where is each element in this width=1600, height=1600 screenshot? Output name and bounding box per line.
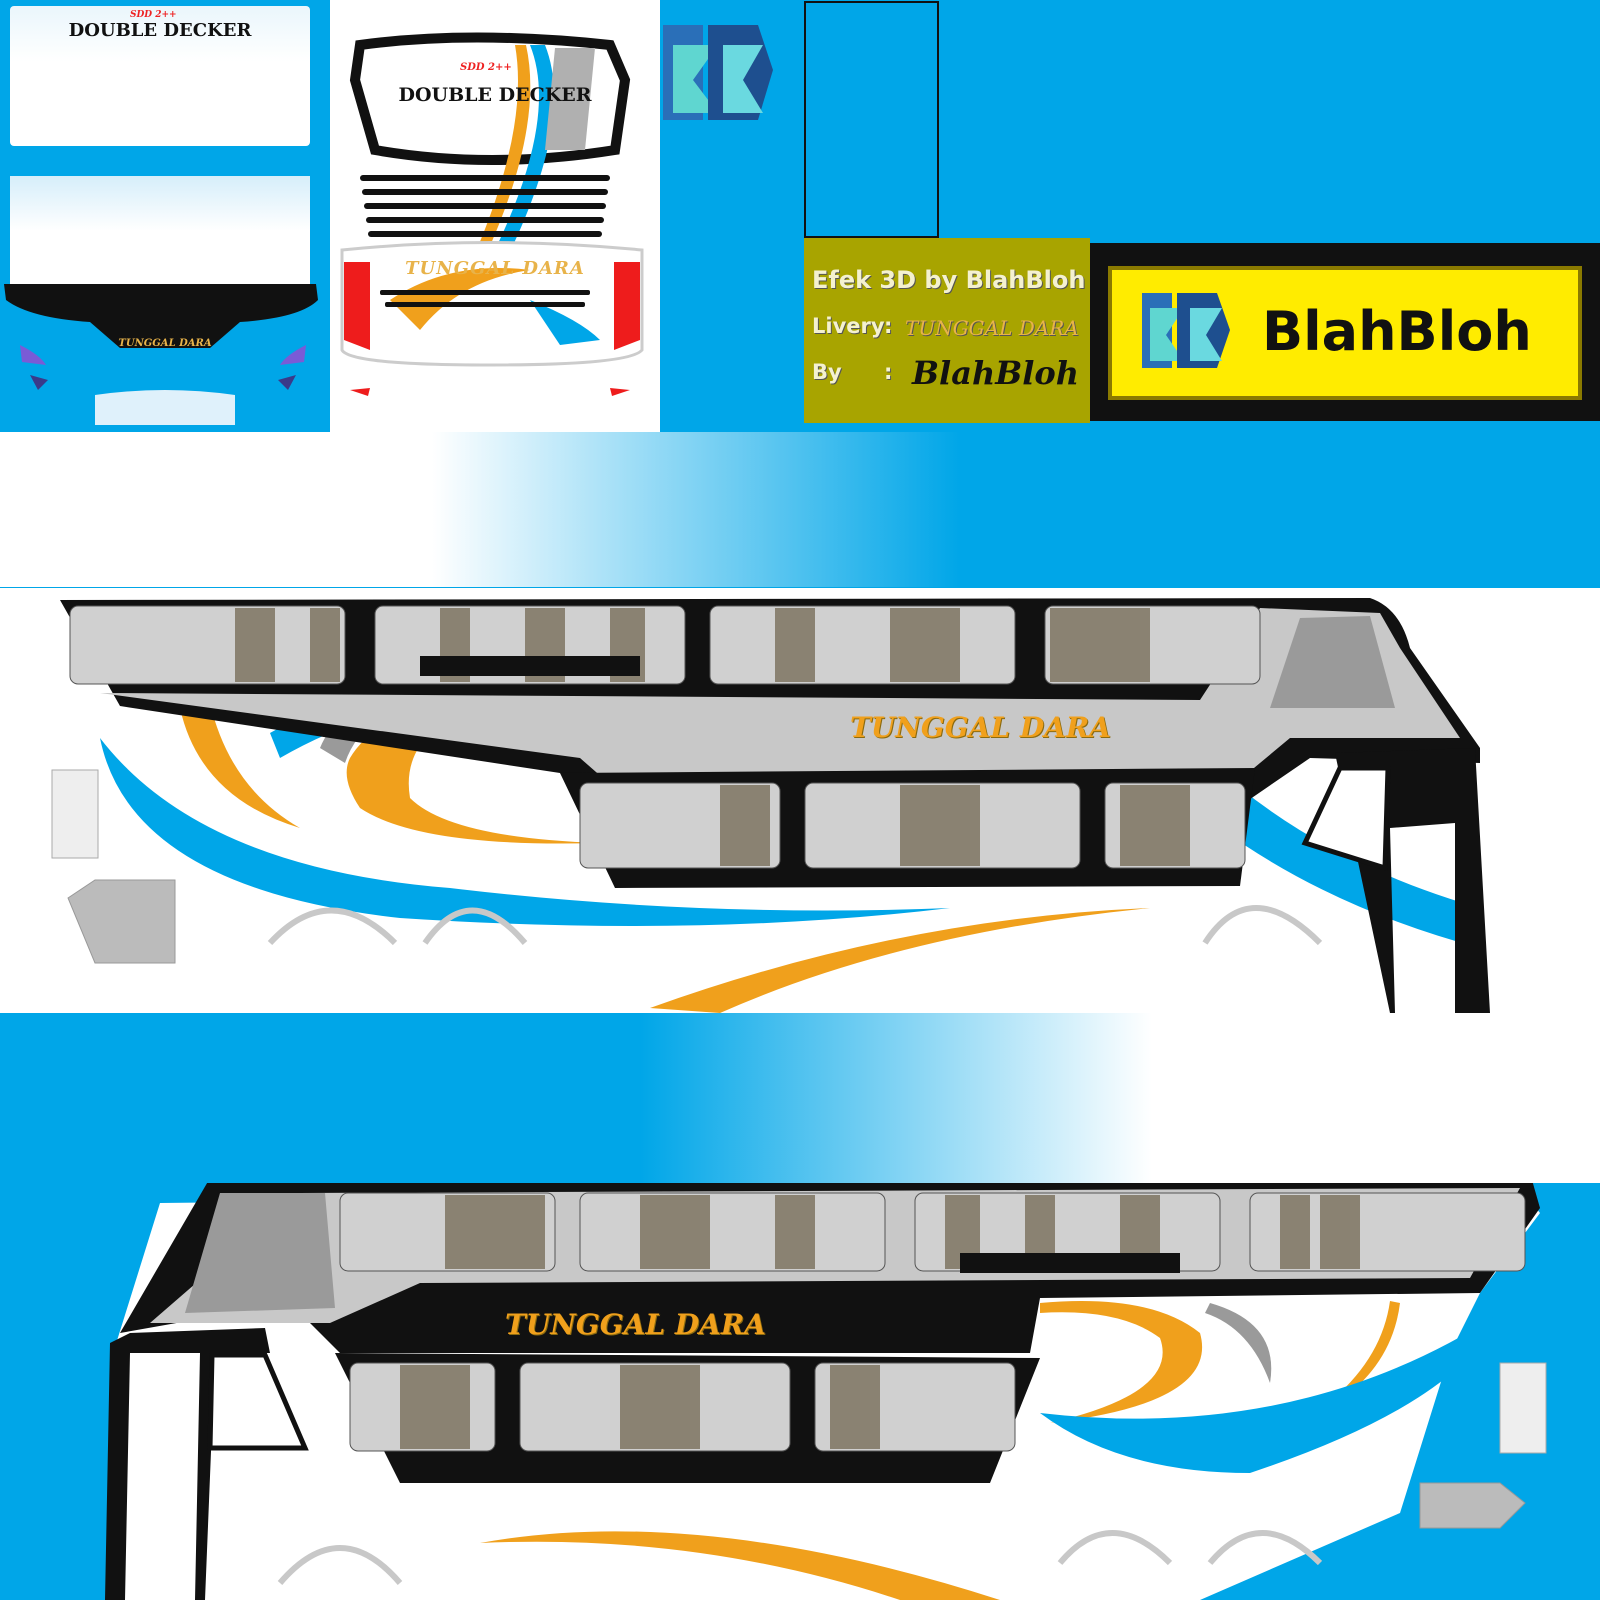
bb-logo-icon: [663, 25, 773, 120]
bus-right-lower-curtains: [720, 785, 1190, 866]
bus-left-front-arch: [277, 1545, 403, 1585]
rear-lower-louvre-1: [380, 290, 590, 295]
bus-left-front-window: [207, 1352, 309, 1451]
rear-face-panel: SDD 2++ DOUBLE DECKER TUNGGAL DARA: [330, 0, 660, 432]
bus-left-rear-vent: [1499, 1362, 1547, 1454]
bus-left-lower-curtains: [400, 1365, 880, 1449]
bus-left-orange-swoosh-2: [1300, 1301, 1400, 1423]
bus-right-drawing: [51, 598, 1490, 1013]
rear-body-orange-swoosh: [390, 268, 530, 330]
top-area-graphics: [663, 1, 1600, 423]
bus-left-operator-logo: TUNGGAL DARA: [505, 1308, 766, 1341]
bus-left-front-upper-window: [185, 1193, 335, 1313]
bus-left-orange-swoosh-3: [480, 1531, 1000, 1600]
rear-left-reflector: [350, 388, 370, 396]
bus-right-blue-swoosh-1: [100, 738, 950, 926]
rear-grey-curtain: [545, 48, 595, 150]
rear-face-drawing: [340, 32, 644, 396]
rear-double-decker-label: DOUBLE DECKER: [398, 84, 592, 106]
front-face-drawing: [4, 284, 318, 425]
credit-livery-separator: :: [884, 314, 893, 338]
credit-by-label: By: [812, 360, 842, 384]
bus-left-upper-window-4: [1249, 1192, 1526, 1272]
rear-body-blue-swoosh: [530, 300, 600, 345]
middle-band-top-gradient: [0, 432, 1600, 587]
bus-left-rear-arch-1: [1057, 1530, 1173, 1566]
front-left-headlight: [20, 345, 46, 365]
front-grille-operator: TUNGGAL DARA: [118, 338, 212, 349]
bus-left-upper-window-2: [579, 1192, 886, 1272]
bus-right-front-arch: [1202, 905, 1323, 946]
bus-left-door-frame: [105, 1328, 270, 1600]
bus-right-upper-window-1: [69, 605, 346, 685]
bus-left-body: TUNGGAL DARA: [0, 1183, 1600, 1600]
bus-right-belt: [100, 608, 1460, 793]
bus-right-grey-swoosh: [320, 696, 420, 763]
rear-brand-mark: SDD 2++: [460, 62, 512, 73]
front-windshield-lower: [10, 176, 310, 286]
front-grille-shape: [4, 284, 318, 348]
bus-right-body: TUNGGAL DARA: [0, 588, 1600, 1013]
bus-right-front-blue: [1220, 788, 1480, 948]
bus-left-orange-swoosh-1: [1040, 1301, 1203, 1423]
bus-left-engine-grille: [1419, 1482, 1526, 1529]
bus-right-rear-arch-2: [422, 907, 528, 945]
bus-right-engine-grille: [67, 879, 176, 964]
credit-by-separator: :: [884, 360, 893, 384]
bus-right-amenity-icons: [420, 656, 640, 676]
rear-orange-stripe: [470, 45, 531, 268]
front-left-fog-light: [30, 375, 48, 390]
bus-right-rear-vent: [51, 769, 99, 859]
credit-box: [804, 238, 1090, 423]
rear-lower-louvre-2: [385, 302, 585, 307]
rear-operator-label: TUNGGAL DARA: [405, 258, 585, 279]
bus-left-rear-arch-2: [1207, 1530, 1323, 1566]
bus-right-front-upper-window: [1270, 616, 1395, 708]
front-face-panel: SDD 2++ DOUBLE DECKER TUNGGAL DARA: [0, 0, 330, 430]
bus-left-drawing: [105, 1183, 1547, 1600]
rear-louvres: [360, 175, 610, 237]
bus-right-orange-swoosh-1: [180, 703, 300, 828]
credit-livery-label: Livery: [812, 314, 885, 338]
rear-right-tail-light: [614, 262, 640, 350]
credit-effect-line: Efek 3D by BlahBloh: [812, 266, 1086, 294]
bus-right-orange-swoosh-3: [650, 908, 1150, 1013]
front-windshield-upper: SDD 2++ DOUBLE DECKER: [10, 6, 310, 146]
front-right-headlight: [280, 345, 306, 365]
brand-badge-logo-icon: [1142, 293, 1230, 368]
front-brand-mark: SDD 2++: [130, 10, 177, 20]
bus-left-grey-swoosh: [1205, 1303, 1272, 1383]
credit-by-value: BlahBloh: [912, 354, 1080, 392]
bottom-band-top-gradient: [0, 1013, 1600, 1183]
front-right-fog-light: [278, 375, 296, 390]
blank-window-outline: [804, 1, 939, 238]
front-double-decker-label: DOUBLE DECKER: [68, 20, 252, 41]
credit-livery-value: TUNGGAL DARA: [905, 316, 1079, 340]
bus-left-amenity-icons: [960, 1253, 1180, 1273]
brand-badge-name: BlahBloh: [1262, 300, 1532, 363]
rear-left-tail-light: [344, 262, 370, 350]
bus-right-upper-window-3: [709, 605, 1016, 685]
bus-right-rear-arch-1: [267, 907, 398, 946]
bus-left-blue-swoosh: [1040, 1313, 1500, 1473]
bus-right-operator-logo: TUNGGAL DARA: [850, 711, 1111, 744]
rear-right-reflector: [610, 388, 630, 396]
bus-right-front-window: [1301, 765, 1391, 872]
bus-right-curtains: [235, 608, 1150, 682]
front-bumper-plate: [95, 390, 235, 425]
